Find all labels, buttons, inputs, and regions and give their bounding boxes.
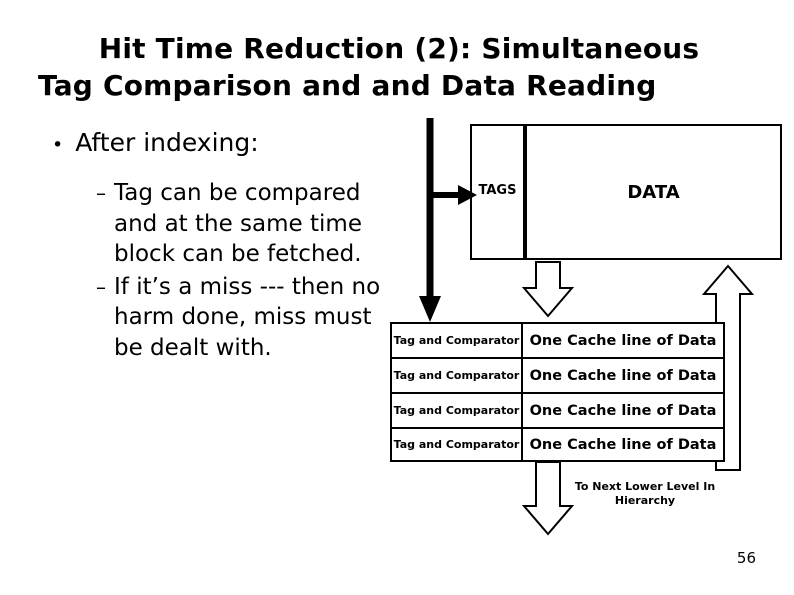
data-label: DATA xyxy=(627,182,680,203)
bullet-level1-text: After indexing: xyxy=(75,128,259,157)
tags-label: TAGS xyxy=(478,183,517,198)
data-box xyxy=(525,124,782,260)
tag-comparator-cell: Tag and Comparator xyxy=(392,394,523,427)
cache-line-cell: One Cache line of Data xyxy=(529,436,717,453)
bullet-marker-icon: • xyxy=(52,134,64,156)
list-item: – Tag can be compared and at the same ti… xyxy=(96,178,396,270)
cache-line-cell: One Cache line of Data xyxy=(529,332,717,349)
title-line-1: Hit Time Reduction (2): Simultaneous xyxy=(98,32,700,65)
page-title: Hit Time Reduction (2): Simultaneous Tag… xyxy=(34,30,764,104)
cache-rows-table: Tag and Comparator One Cache line of Dat… xyxy=(390,322,725,462)
table-row: Tag and Comparator One Cache line of Dat… xyxy=(390,357,725,392)
sub-bullet-text: If it’s a miss --- then no harm done, mi… xyxy=(114,273,381,361)
tag-comparator-cell: Tag and Comparator xyxy=(392,359,523,392)
tag-comparator-cell: Tag and Comparator xyxy=(392,324,523,357)
sub-bullet-list: – Tag can be compared and at the same ti… xyxy=(96,178,396,365)
title-line-2: Tag Comparison and and Data Reading xyxy=(38,69,657,103)
list-item: – If it’s a miss --- then no harm done, … xyxy=(96,272,396,364)
table-row: Tag and Comparator One Cache line of Dat… xyxy=(390,427,725,462)
index-arrow-down-icon xyxy=(419,118,441,322)
cache-line-cell: One Cache line of Data xyxy=(529,367,717,384)
sub-bullet-text: Tag can be compared and at the same time… xyxy=(114,180,362,268)
tag-comparator-cell: Tag and Comparator xyxy=(392,429,523,460)
bullet-after-indexing: • After indexing: xyxy=(52,128,259,157)
dash-marker-icon: – xyxy=(96,181,106,205)
next-lower-level-label: To Next Lower Level In Hierarchy xyxy=(574,480,716,507)
page-number: 56 xyxy=(736,549,756,567)
table-row: Tag and Comparator One Cache line of Dat… xyxy=(390,322,725,357)
dash-marker-icon: – xyxy=(96,274,106,299)
data-to-cachelines-arrow-icon xyxy=(521,261,575,318)
table-row: Tag and Comparator One Cache line of Dat… xyxy=(390,392,725,427)
cache-line-cell: One Cache line of Data xyxy=(529,402,717,419)
